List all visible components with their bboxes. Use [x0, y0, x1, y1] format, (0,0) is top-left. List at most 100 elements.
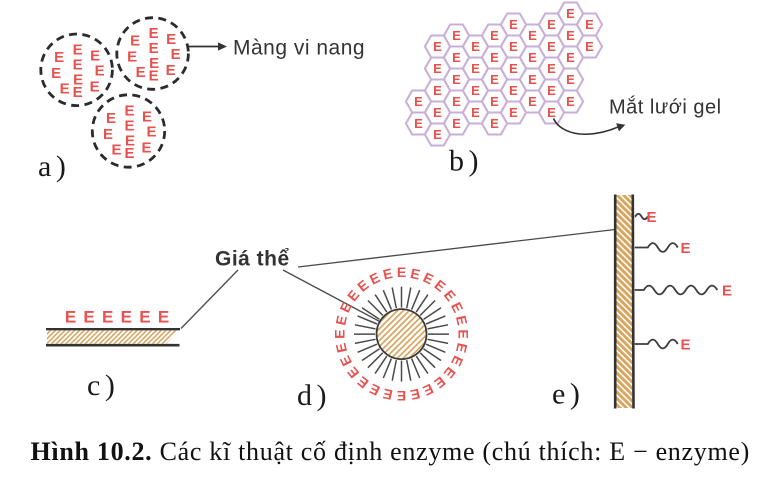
- svg-text:E: E: [452, 72, 461, 87]
- svg-text:E: E: [102, 308, 113, 327]
- svg-text:E: E: [171, 46, 181, 63]
- svg-text:Màng vi nang: Màng vi nang: [233, 37, 365, 60]
- svg-text:E: E: [367, 269, 382, 287]
- svg-text:E: E: [453, 342, 471, 355]
- svg-text:E: E: [60, 80, 70, 97]
- svg-text:E: E: [149, 25, 159, 42]
- svg-text:E: E: [139, 308, 150, 327]
- svg-text:E: E: [471, 39, 480, 54]
- svg-text:E: E: [452, 94, 461, 109]
- svg-text:E: E: [585, 17, 594, 32]
- svg-text:E: E: [421, 381, 436, 399]
- svg-text:E: E: [547, 39, 556, 54]
- svg-text:E: E: [158, 308, 169, 327]
- svg-text:E: E: [509, 17, 518, 32]
- svg-text:E: E: [136, 64, 146, 81]
- svg-text:E: E: [149, 55, 159, 72]
- svg-text:e): e): [552, 378, 584, 411]
- svg-text:E: E: [448, 300, 466, 315]
- svg-text:E: E: [547, 105, 556, 120]
- svg-text:E: E: [471, 105, 480, 120]
- svg-text:E: E: [397, 388, 406, 404]
- svg-text:a): a): [38, 150, 70, 183]
- svg-text:E: E: [509, 39, 518, 54]
- svg-text:E: E: [409, 265, 422, 283]
- svg-text:E: E: [336, 353, 354, 368]
- svg-text:E: E: [490, 72, 499, 87]
- svg-text:E: E: [73, 56, 83, 73]
- svg-text:Giá thể: Giá thể: [215, 248, 290, 271]
- svg-text:E: E: [146, 124, 156, 141]
- svg-text:E: E: [51, 65, 61, 82]
- svg-text:E: E: [124, 145, 134, 162]
- svg-text:E: E: [547, 83, 556, 98]
- svg-text:E: E: [90, 47, 100, 64]
- svg-text:d): d): [297, 379, 331, 412]
- svg-text:E: E: [103, 126, 113, 143]
- svg-text:E: E: [433, 127, 442, 142]
- svg-text:E: E: [141, 140, 151, 157]
- svg-text:E: E: [452, 50, 461, 65]
- svg-text:Mắt lưới gel: Mắt lưới gel: [609, 96, 722, 119]
- svg-text:E: E: [149, 40, 159, 57]
- svg-text:E: E: [680, 240, 690, 257]
- svg-text:E: E: [509, 105, 518, 120]
- svg-text:E: E: [95, 62, 105, 79]
- svg-text:E: E: [332, 329, 348, 338]
- svg-text:E: E: [130, 33, 140, 50]
- svg-text:E: E: [433, 39, 442, 54]
- svg-text:E: E: [166, 62, 176, 79]
- svg-text:E: E: [124, 118, 134, 135]
- svg-text:E: E: [433, 61, 442, 76]
- svg-text:E: E: [54, 49, 64, 66]
- svg-text:E: E: [509, 83, 518, 98]
- svg-text:E: E: [490, 50, 499, 65]
- svg-text:E: E: [73, 41, 83, 58]
- svg-text:E: E: [490, 94, 499, 109]
- svg-text:E: E: [566, 6, 575, 21]
- svg-text:E: E: [332, 314, 350, 327]
- svg-text:E: E: [124, 103, 134, 120]
- svg-text:E: E: [509, 61, 518, 76]
- svg-text:E: E: [528, 50, 537, 65]
- svg-text:Hình 10.2. Các kĩ thuật cố địn: Hình 10.2. Các kĩ thuật cố định enzyme (…: [31, 437, 750, 466]
- svg-text:E: E: [83, 308, 94, 327]
- svg-text:E: E: [452, 116, 461, 131]
- svg-text:E: E: [332, 342, 350, 355]
- svg-text:E: E: [547, 17, 556, 32]
- svg-text:E: E: [414, 94, 423, 109]
- svg-text:E: E: [490, 28, 499, 43]
- svg-text:E: E: [528, 72, 537, 87]
- svg-text:E: E: [73, 84, 83, 101]
- svg-text:E: E: [106, 110, 116, 127]
- svg-text:E: E: [722, 283, 732, 300]
- svg-text:E: E: [566, 28, 575, 43]
- svg-text:E: E: [409, 386, 422, 404]
- svg-text:E: E: [121, 308, 132, 327]
- svg-text:E: E: [433, 105, 442, 120]
- svg-text:E: E: [414, 116, 423, 131]
- svg-text:E: E: [111, 142, 121, 159]
- svg-text:E: E: [471, 83, 480, 98]
- svg-text:E: E: [646, 209, 656, 226]
- svg-text:b): b): [449, 145, 483, 178]
- svg-text:E: E: [381, 265, 394, 283]
- svg-text:E: E: [397, 264, 406, 280]
- svg-text:E: E: [125, 133, 135, 150]
- svg-text:E: E: [149, 68, 159, 85]
- svg-text:E: E: [471, 61, 480, 76]
- svg-text:E: E: [142, 109, 152, 126]
- svg-text:E: E: [65, 308, 76, 327]
- svg-text:E: E: [547, 61, 556, 76]
- svg-text:E: E: [566, 50, 575, 65]
- svg-text:E: E: [166, 31, 176, 48]
- svg-text:E: E: [381, 386, 394, 404]
- svg-text:E: E: [90, 78, 100, 95]
- svg-text:E: E: [127, 49, 137, 66]
- svg-text:E: E: [455, 329, 471, 338]
- svg-text:E: E: [680, 337, 690, 354]
- svg-text:E: E: [433, 83, 442, 98]
- svg-text:E: E: [528, 94, 537, 109]
- svg-text:E: E: [566, 94, 575, 109]
- svg-text:E: E: [566, 72, 575, 87]
